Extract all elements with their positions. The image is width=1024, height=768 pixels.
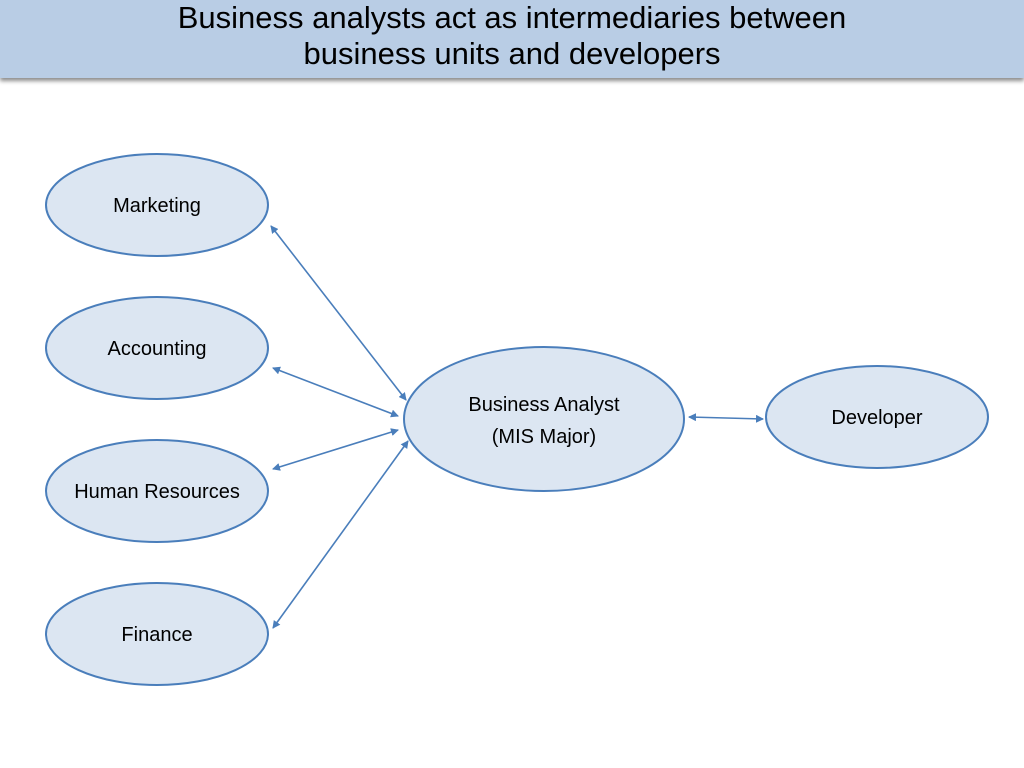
node-developer-label: Developer [831,407,923,429]
connector-accounting-analyst [272,366,399,418]
connector-human-resources-analyst [272,428,399,471]
node-accounting-label: Accounting [108,338,207,360]
slide-title: Business analysts act as intermediaries … [177,0,847,71]
node-business-analyst-label-line1: Business Analyst [468,394,620,416]
node-business-analyst-label-line2: (MIS Major) [492,426,596,448]
node-accounting: Accounting [45,296,269,400]
node-human-resources: Human Resources [45,439,269,543]
node-business-analyst: Business Analyst (MIS Major) [403,346,685,492]
connector-analyst-developer [688,413,764,423]
node-human-resources-label: Human Resources [74,481,240,503]
node-finance: Finance [45,582,269,686]
node-marketing: Marketing [45,153,269,257]
node-marketing-label: Marketing [113,195,201,217]
connector-marketing-analyst [270,225,407,401]
connector-finance-analyst [272,440,409,629]
node-developer: Developer [765,365,989,469]
node-finance-label: Finance [121,624,192,646]
title-banner: Business analysts act as intermediaries … [0,0,1024,78]
